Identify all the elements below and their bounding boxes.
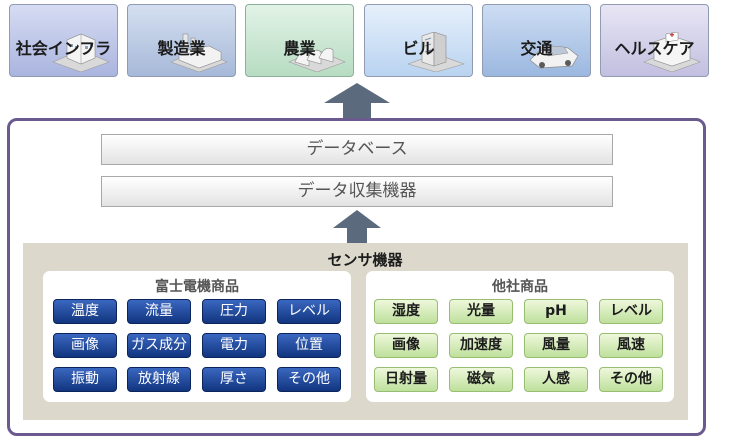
sector-label: 交通 bbox=[520, 39, 553, 58]
sector-label: 製造業 bbox=[157, 39, 206, 58]
sensor-chip-humidity: 湿度 bbox=[374, 299, 438, 324]
sensor-chip-solar-radiation: 日射量 bbox=[374, 367, 438, 392]
sector-agriculture: 農業 bbox=[245, 4, 354, 77]
sensor-chip-wind-speed: 風速 bbox=[599, 333, 663, 358]
infrastructure-building-icon bbox=[52, 33, 110, 72]
sensor-chip-ph: pH bbox=[524, 299, 588, 324]
sensor-chip-radiation: 放射線 bbox=[127, 367, 191, 392]
car-icon bbox=[529, 45, 579, 69]
sector-transportation: 交通 bbox=[482, 4, 591, 77]
sensor-chip-vibration: 振動 bbox=[53, 367, 117, 392]
sensor-chip-level: レベル bbox=[599, 299, 663, 324]
upward-arrow-icon bbox=[324, 83, 390, 119]
sector-label: ビル bbox=[402, 39, 435, 58]
hospital-icon bbox=[643, 32, 701, 72]
sensor-chip-image: 画像 bbox=[53, 333, 117, 358]
sensor-chip-other: その他 bbox=[599, 367, 663, 392]
sensor-chip-gas: ガス成分 bbox=[127, 333, 191, 358]
sensor-chip-pressure: 圧力 bbox=[202, 299, 266, 324]
greenhouse-icon bbox=[288, 47, 346, 72]
sensor-chip-power: 電力 bbox=[202, 333, 266, 358]
factory-icon bbox=[170, 33, 228, 72]
sensor-chip-human-presence: 人感 bbox=[524, 367, 588, 392]
sensor-chip-level: レベル bbox=[277, 299, 341, 324]
sensor-chip-light: 光量 bbox=[449, 299, 513, 324]
upward-arrow-icon bbox=[333, 210, 381, 244]
sensor-chip-flow: 流量 bbox=[127, 299, 191, 324]
sensor-chip-airflow: 風量 bbox=[524, 333, 588, 358]
sensor-chip-position: 位置 bbox=[277, 333, 341, 358]
sensor-chip-temperature: 温度 bbox=[53, 299, 117, 324]
sensor-title: センサ機器 bbox=[327, 251, 403, 269]
office-building-icon bbox=[407, 32, 465, 72]
fuji-products-title: 富士電機商品 bbox=[155, 279, 239, 295]
sensor-chip-magnetism: 磁気 bbox=[449, 367, 513, 392]
data-collector-layer: データ収集機器 bbox=[101, 176, 613, 207]
sensor-chip-image: 画像 bbox=[374, 333, 438, 358]
sector-building: ビル bbox=[364, 4, 473, 77]
sector-manufacturing: 製造業 bbox=[127, 4, 236, 77]
database-layer: データベース bbox=[101, 134, 613, 165]
sensor-chip-acceleration: 加速度 bbox=[449, 333, 513, 358]
sector-label: 社会インフラ bbox=[15, 39, 112, 58]
sensor-chip-other: その他 bbox=[277, 367, 341, 392]
sector-label: ヘルスケア bbox=[614, 39, 695, 58]
sector-label: 農業 bbox=[283, 39, 316, 58]
sector-social-infrastructure: 社会インフラ bbox=[9, 4, 118, 77]
sector-healthcare: ヘルスケア bbox=[600, 4, 709, 77]
other-products-title: 他社商品 bbox=[492, 279, 548, 295]
sensor-chip-thickness: 厚さ bbox=[202, 367, 266, 392]
